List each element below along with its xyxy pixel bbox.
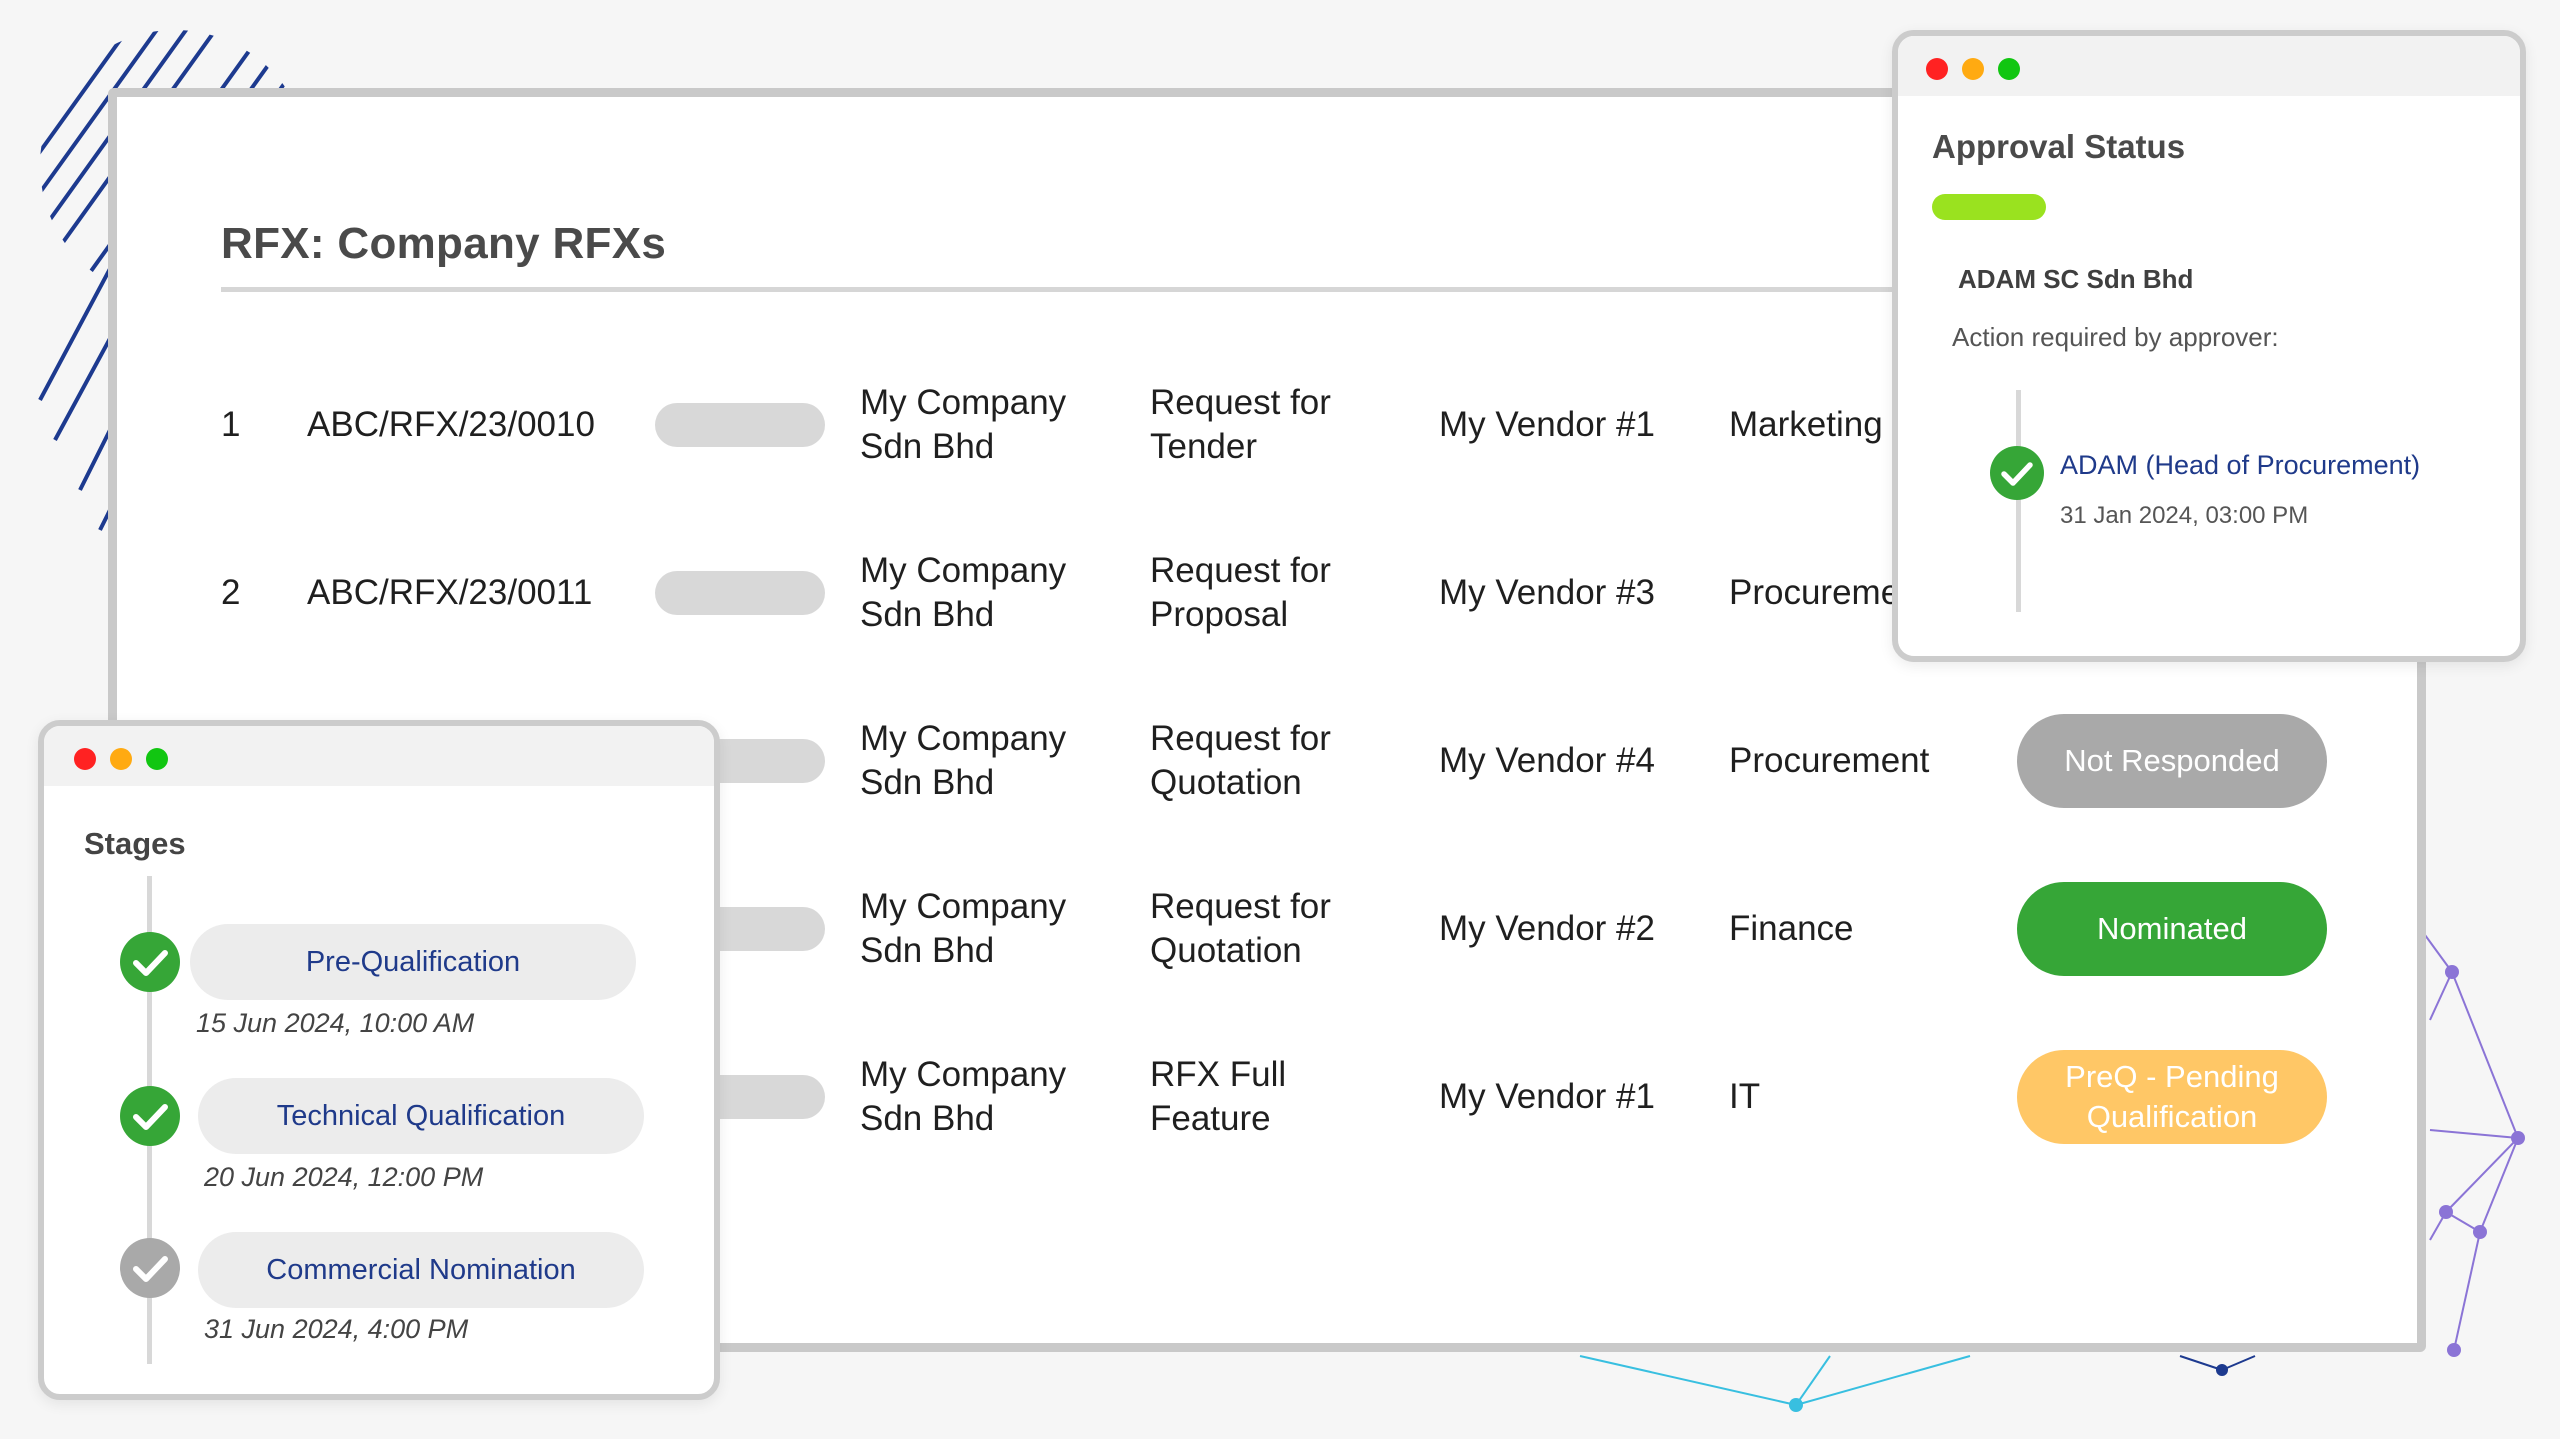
department: Marketing — [1729, 405, 1883, 444]
approval-company: ADAM SC Sdn Bhd — [1958, 264, 2194, 294]
row-number: 1 — [221, 405, 241, 444]
window-maximize-dot[interactable] — [146, 748, 168, 770]
stages-title: Stages — [84, 826, 186, 861]
window-minimize-dot[interactable] — [1962, 58, 1984, 80]
approver-timestamp: 31 Jan 2024, 03:00 PM — [2060, 502, 2309, 529]
stage-date: 20 Jun 2024, 12:00 PM — [204, 1162, 484, 1192]
stage-technical-qualification[interactable]: Technical Qualification — [198, 1078, 644, 1154]
company-name: My Company Sdn Bhd — [860, 887, 1067, 970]
approval-title: Approval Status — [1932, 128, 2186, 165]
company-name: My Company Sdn Bhd — [860, 551, 1067, 634]
window-title-bar — [44, 726, 714, 786]
department: Procurement — [1729, 741, 1930, 780]
network-graphic-bottom — [1579, 1355, 1971, 1406]
network-node-bottom — [1789, 1398, 1803, 1412]
vendor-name: My Vendor #2 — [1439, 909, 1655, 948]
network-nodes-right — [2439, 965, 2525, 1357]
page-title: RFX: Company RFXs — [221, 219, 667, 268]
table-row[interactable]: My Company Sdn Bhd Request for Quotation… — [117, 882, 2417, 1005]
status-badge: PreQ - Pending Qualification — [2017, 1050, 2327, 1144]
pending-check-circle-icon — [120, 1238, 180, 1298]
table-row[interactable]: My Company Sdn Bhd Request for Quotation… — [117, 714, 2417, 837]
stage-pre-qualification[interactable]: Pre-Qualification — [190, 924, 636, 1000]
window-close-dot[interactable] — [1926, 58, 1948, 80]
window-close-dot[interactable] — [74, 748, 96, 770]
check-circle-icon — [1990, 446, 2044, 500]
status-badge: Not Responded — [2017, 714, 2327, 808]
approver-name[interactable]: ADAM (Head of Procurement) — [2060, 450, 2421, 480]
vendor-name: My Vendor #4 — [1439, 741, 1655, 780]
stage-commercial-nomination[interactable]: Commercial Nomination — [198, 1232, 644, 1308]
rfx-type: Request for Tender — [1150, 383, 1331, 466]
network-graphic-bottom-right — [2179, 1355, 2256, 1371]
approval-progress-bar — [1932, 194, 2046, 220]
approval-action-text: Action required by approver: — [1952, 322, 2279, 352]
approval-status-window: Approval Status ADAM SC Sdn Bhd Action r… — [1892, 30, 2526, 662]
rfx-type: Request for Quotation — [1150, 887, 1331, 970]
stages-window: Stages Pre-Qualification 15 Jun 2024, 10… — [38, 720, 720, 1400]
company-name: My Company Sdn Bhd — [860, 1055, 1067, 1138]
rfx-type: RFX Full Feature — [1150, 1055, 1287, 1138]
window-title-bar — [1898, 36, 2520, 96]
stage-date: 15 Jun 2024, 10:00 AM — [196, 1008, 475, 1038]
company-name: My Company Sdn Bhd — [860, 383, 1067, 466]
vendor-name: My Vendor #1 — [1439, 1077, 1655, 1116]
department: Finance — [1729, 909, 1854, 948]
vendor-name: My Vendor #1 — [1439, 405, 1655, 444]
row-number: 2 — [221, 573, 241, 612]
department: IT — [1729, 1077, 1761, 1116]
vendor-name: My Vendor #3 — [1439, 573, 1655, 612]
table-row[interactable]: 1 ABC/RFX/23/0010 My Company Sdn Bhd Req… — [117, 381, 2417, 501]
rfx-code: ABC/RFX/23/0011 — [307, 573, 593, 612]
rfx-type: Request for Proposal — [1150, 551, 1331, 634]
stage-date: 31 Jun 2024, 4:00 PM — [204, 1314, 469, 1344]
check-circle-icon — [120, 932, 180, 992]
check-circle-icon — [120, 1086, 180, 1146]
status-badge: Nominated — [2017, 882, 2327, 976]
rfx-code: ABC/RFX/23/0010 — [307, 405, 595, 444]
title-divider — [221, 287, 2221, 292]
network-node-bottom-right — [2216, 1364, 2228, 1376]
placeholder-bar — [655, 571, 825, 615]
window-minimize-dot[interactable] — [110, 748, 132, 770]
window-maximize-dot[interactable] — [1998, 58, 2020, 80]
placeholder-bar — [655, 403, 825, 447]
approval-timeline-line — [2016, 390, 2021, 612]
network-graphic-right — [2424, 934, 2519, 1351]
company-name: My Company Sdn Bhd — [860, 719, 1067, 802]
rfx-type: Request for Quotation — [1150, 719, 1331, 802]
